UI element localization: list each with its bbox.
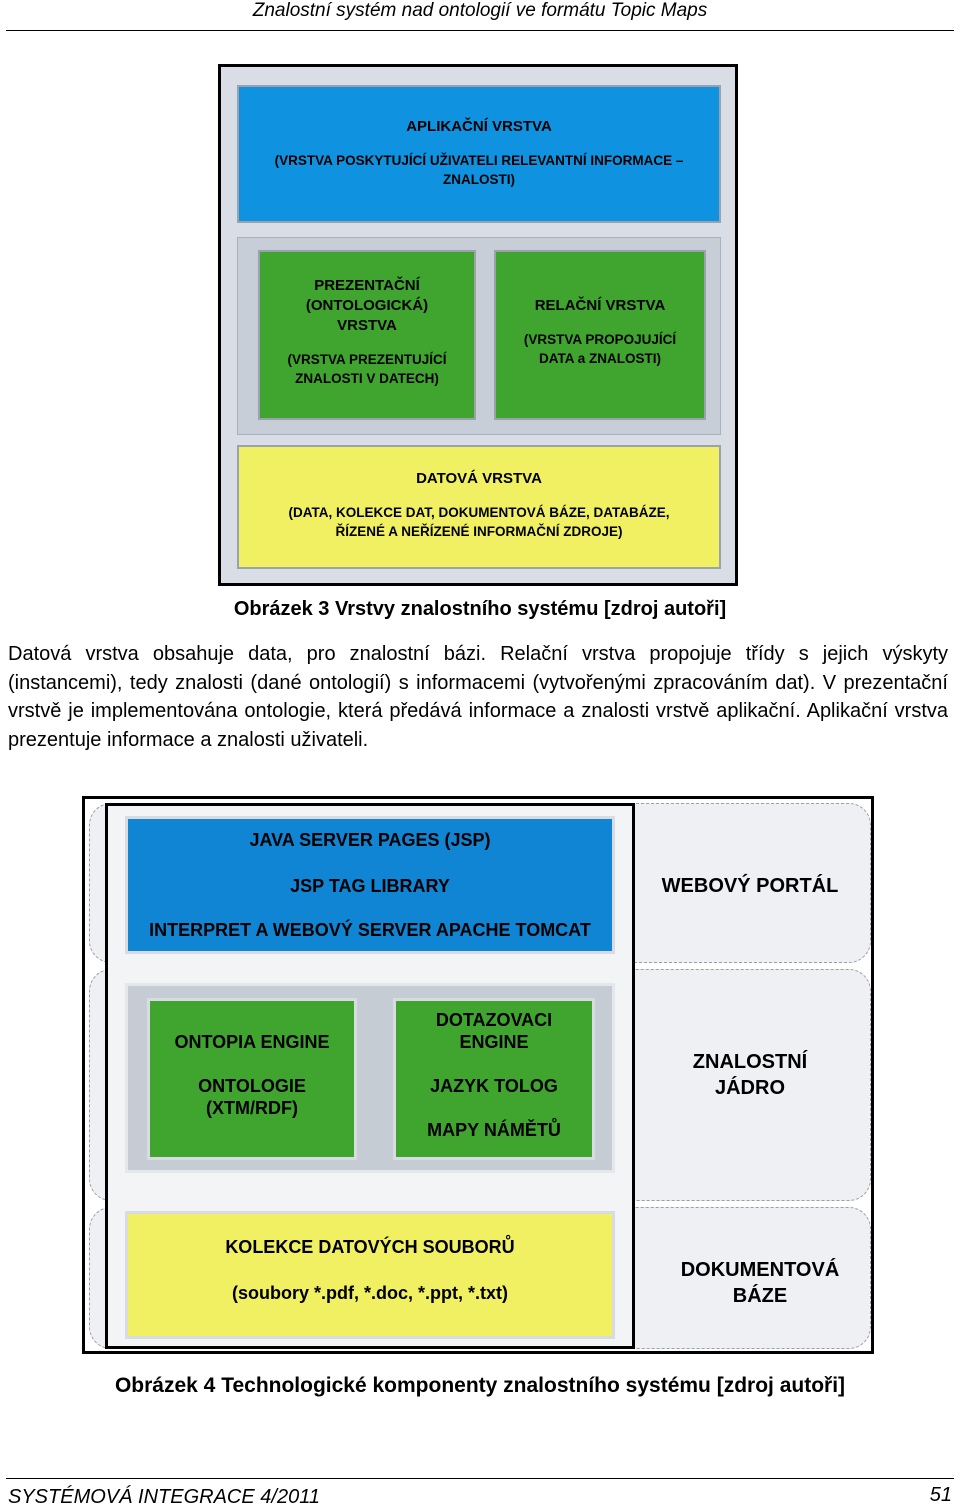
query-engine-label-1: DOTAZOVACI [435, 1010, 553, 1030]
knowledge-core-label-1: ZNALOSTNÍ [692, 1051, 808, 1073]
presentation-layer-box: PREZENTAČNÍ (ONTOLOGICKÁ) VRSTVA (VRSTVA… [258, 250, 476, 420]
page-number: 51 [929, 1484, 952, 1506]
data-files-label: KOLEKCE DATOVÝCH SOUBORŮ [225, 1237, 515, 1257]
footer-rule [6, 1478, 954, 1479]
tolog-label: JAZYK TOLOG [430, 1076, 558, 1096]
topic-maps-label: MAPY NÁMĚTŮ [427, 1120, 561, 1140]
document-base-label-2: BÁZE [732, 1285, 788, 1307]
figure-components: JAVA SERVER PAGES (JSP) JSP TAG LIBRARY … [82, 796, 874, 1354]
data-files-box: KOLEKCE DATOVÝCH SOUBORŮ (soubory *.pdf,… [125, 1211, 615, 1339]
jsp-label: JAVA SERVER PAGES (JSP) [249, 830, 491, 850]
tomcat-label: INTERPRET A WEBOVÝ SERVER APACHE TOMCAT [149, 920, 591, 940]
application-layer-desc-1: (VRSTVA POSKYTUJÍCÍ UŽIVATELI RELEVANTNÍ… [274, 153, 684, 168]
query-engine-label-2: ENGINE [459, 1032, 529, 1052]
figure-caption-4: Obrázek 4 Technologické komponenty znalo… [114, 1374, 846, 1397]
journal-name: SYSTÉMOVÁ INTEGRACE 4/2011 [8, 1486, 320, 1508]
header-rule [6, 30, 954, 31]
relational-layer-desc-2: DATA a ZNALOSTI) [539, 351, 661, 366]
application-layer-title: APLIKAČNÍ VRSTVA [406, 118, 552, 135]
relational-layer-desc-1: (VRSTVA PROPOJUJÍCÍ [523, 332, 677, 347]
presentation-layer-title-1: PREZENTAČNÍ [314, 277, 420, 294]
body-paragraph: Datová vrstva obsahuje data, pro znalost… [8, 643, 948, 751]
jsp-box: JAVA SERVER PAGES (JSP) JSP TAG LIBRARY … [125, 816, 615, 954]
jsp-tag-library-label: JSP TAG LIBRARY [290, 876, 450, 896]
relational-layer-title: RELAČNÍ VRSTVA [534, 297, 666, 314]
application-layer-box: APLIKAČNÍ VRSTVA (VRSTVA POSKYTUJÍCÍ UŽI… [237, 85, 721, 223]
ontology-label: ONTOLOGIE [198, 1076, 306, 1096]
middle-layer-group: PREZENTAČNÍ (ONTOLOGICKÁ) VRSTVA (VRSTVA… [237, 237, 721, 435]
application-layer-desc-2: ZNALOSTI) [443, 172, 515, 187]
running-header: Znalostní systém nad ontologií ve formát… [252, 0, 708, 21]
ontopia-engine-box: ONTOPIA ENGINE ONTOLOGIE (XTM/RDF) [147, 998, 357, 1160]
knowledge-core-label-2: JÁDRO [714, 1077, 785, 1099]
presentation-layer-title-2: (ONTOLOGICKÁ) [305, 297, 429, 314]
data-layer-desc-1: (DATA, KOLEKCE DAT, DOKUMENTOVÁ BÁZE, DA… [288, 505, 670, 520]
web-portal-label: WEBOVÝ PORTÁL [661, 875, 839, 897]
relational-layer-box: RELAČNÍ VRSTVA (VRSTVA PROPOJUJÍCÍ DATA … [494, 250, 706, 420]
query-engine-box: DOTAZOVACI ENGINE JAZYK TOLOG MAPY NÁMĚT… [393, 998, 595, 1160]
presentation-layer-desc-1: (VRSTVA PREZENTUJÍCÍ [287, 352, 447, 367]
figure-caption-3: Obrázek 3 Vrstvy znalostního systému [zd… [233, 598, 727, 620]
figure-layers: APLIKAČNÍ VRSTVA (VRSTVA POSKYTUJÍCÍ UŽI… [218, 64, 738, 586]
data-layer-desc-2: ŘÍZENÉ A NEŘÍZENÉ INFORMAČNÍ ZDROJE) [335, 524, 623, 539]
data-layer-title: DATOVÁ VRSTVA [416, 470, 542, 487]
file-types-label: (soubory *.pdf, *.doc, *.ppt, *.txt) [232, 1283, 508, 1303]
data-layer-box: DATOVÁ VRSTVA (DATA, KOLEKCE DAT, DOKUME… [237, 445, 721, 569]
document-base-label-1: DOKUMENTOVÁ [680, 1259, 840, 1281]
ontopia-engine-label: ONTOPIA ENGINE [174, 1032, 330, 1052]
ontology-format-label: (XTM/RDF) [206, 1098, 298, 1118]
presentation-layer-title-3: VRSTVA [337, 317, 397, 334]
presentation-layer-desc-2: ZNALOSTI V DATECH) [295, 371, 439, 386]
